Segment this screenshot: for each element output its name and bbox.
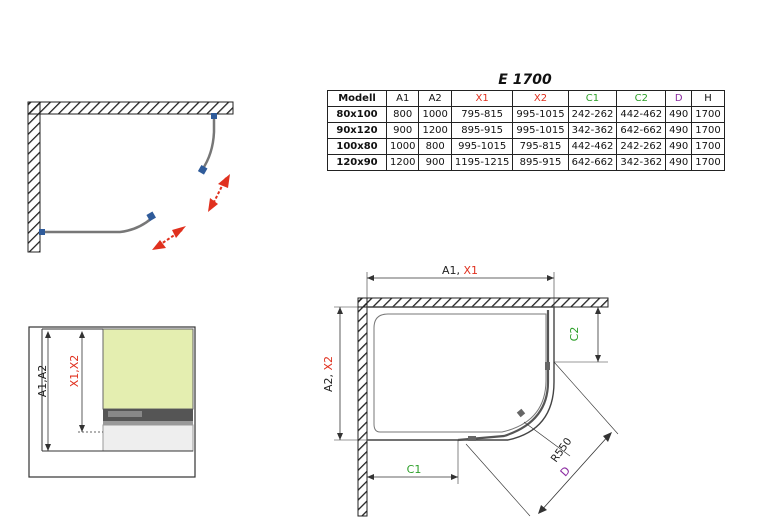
plan-view-diagram	[27, 101, 234, 253]
table-cell: 242-262	[616, 138, 667, 155]
table-cell: 490	[665, 138, 693, 155]
hinge-icon	[197, 165, 208, 175]
table-cell: 242-262	[567, 106, 618, 123]
table-cell: 895-915	[450, 122, 514, 139]
table-cell: 442-462	[567, 138, 618, 155]
table-cell: 642-662	[567, 154, 618, 171]
wall-top	[357, 297, 609, 308]
table-cell: 1000	[418, 106, 452, 123]
table-cell: 100x80	[327, 138, 387, 155]
table-cell: 995-1015	[512, 122, 569, 139]
column-header: A2	[418, 90, 452, 107]
fixed-panel-bottom	[42, 217, 153, 234]
dim-a2-x2: A2, X2	[322, 356, 335, 392]
hinge-icon	[211, 113, 217, 119]
table-cell: 795-815	[512, 138, 569, 155]
table-cell: 490	[665, 106, 693, 123]
table-cell: 442-462	[616, 106, 667, 123]
dim-c2: C2	[568, 327, 581, 342]
side-label-a: A1,A2	[36, 365, 49, 398]
hinge-icon	[146, 211, 156, 222]
table-cell: 80x100	[327, 106, 387, 123]
door-panels	[457, 310, 550, 442]
table-cell: 800	[418, 138, 452, 155]
table-cell: 342-362	[616, 154, 667, 171]
table-cell: 795-815	[450, 106, 514, 123]
table-title: E 1700	[498, 72, 552, 88]
table-cell: 1000	[385, 138, 420, 155]
fixed-panel-right	[200, 118, 216, 171]
column-header: Modell	[327, 90, 387, 107]
hinge-icon	[39, 229, 45, 235]
column-header: X1	[450, 90, 514, 107]
floor-tray	[102, 424, 194, 452]
table-cell: 800	[385, 106, 420, 123]
table-cell: 642-662	[616, 122, 667, 139]
column-header: D	[665, 90, 693, 107]
table-cell: 900	[385, 122, 420, 139]
table-cell: 1200	[385, 154, 420, 171]
wall-left	[357, 297, 368, 517]
wall-top	[27, 101, 234, 115]
table-cell: 1195-1215	[450, 154, 514, 171]
column-header: C1	[567, 90, 618, 107]
table-cell: 1200	[418, 122, 452, 139]
column-header: C2	[616, 90, 667, 107]
column-header: H	[691, 90, 725, 107]
table-cell: 1700	[691, 154, 725, 171]
table-cell: 490	[665, 122, 693, 139]
table-cell: 1700	[691, 122, 725, 139]
dim-d: D	[558, 464, 573, 479]
dim-c1: C1	[407, 463, 422, 476]
tray-outline	[367, 306, 555, 441]
table-cell: 342-362	[567, 122, 618, 139]
tray-inner	[373, 313, 547, 433]
main-technical-drawing: A1, X1 A2, X2 C2 C1 R550 D	[322, 264, 619, 517]
side-view-diagram: A1,A2 X1,X2	[28, 326, 196, 478]
table-cell: 120x90	[327, 154, 387, 171]
table-cell: 900	[418, 154, 452, 171]
table-cell: 490	[665, 154, 693, 171]
table-cell: 995-1015	[512, 106, 569, 123]
dim-a1-x1: A1, X1	[442, 264, 478, 277]
side-label-x: X1,X2	[68, 355, 81, 388]
opening-arrow-icon	[152, 226, 186, 250]
table-cell: 895-915	[512, 154, 569, 171]
table-cell: 90x120	[327, 122, 387, 139]
opening-arrow-icon	[208, 174, 230, 212]
dim-radius: R550	[549, 436, 575, 465]
column-header: A1	[385, 90, 420, 107]
glass-panel	[102, 328, 194, 410]
column-header: X2	[512, 90, 569, 107]
table-cell: 1700	[691, 106, 725, 123]
wall-left	[27, 101, 41, 253]
table-cell: 995-1015	[450, 138, 514, 155]
table-cell: 1700	[691, 138, 725, 155]
